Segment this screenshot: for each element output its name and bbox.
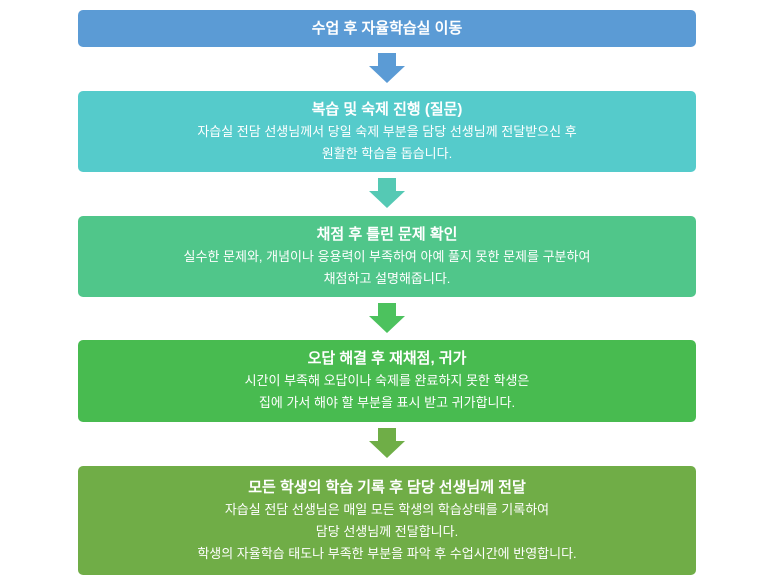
step-3-text: 실수한 문제와, 개념이나 응용력이 부족하여 아예 풀지 못한 문제를 구분하… — [183, 248, 591, 264]
arrow-down-icon — [369, 178, 405, 208]
arrow-down-icon — [369, 303, 405, 333]
step-2-text: 원활한 학습을 돕습니다. — [321, 145, 453, 161]
step-4-title: 오답 해결 후 재채점, 귀가 — [307, 350, 467, 367]
step-5-text: 자습실 전담 선생님은 매일 모든 학생의 학습상태를 기록하여 — [224, 501, 550, 517]
step-3-box: 채점 후 틀린 문제 확인 실수한 문제와, 개념이나 응용력이 부족하여 아예… — [78, 216, 696, 297]
step-5-text: 담당 선생님께 전달합니다. — [315, 523, 459, 539]
step-1-title: 수업 후 자율학습실 이동 — [311, 19, 463, 37]
step-2-text: 자습실 전담 선생님께서 당일 숙제 부분을 담당 선생님께 전달받으신 후 — [197, 123, 577, 139]
step-5-text: 학생의 자율학습 태도나 부족한 부분을 파악 후 수업시간에 반영합니다. — [197, 545, 577, 561]
step-4-box: 오답 해결 후 재채점, 귀가 시간이 부족해 오답이나 숙제를 완료하지 못한… — [78, 340, 696, 422]
step-4-text: 시간이 부족해 오답이나 숙제를 완료하지 못한 학생은 — [244, 373, 530, 388]
step-2-box: 복습 및 숙제 진행 (질문) 자습실 전담 선생님께서 당일 숙제 부분을 담… — [78, 91, 696, 172]
step-5-box: 모든 학생의 학습 기록 후 담당 선생님께 전달 자습실 전담 선생님은 매일… — [78, 466, 696, 575]
arrow-down-icon — [369, 53, 405, 83]
step-5-title: 모든 학생의 학습 기록 후 담당 선생님께 전달 — [248, 478, 526, 496]
arrow-down-icon — [369, 428, 405, 458]
step-4-text: 집에 가서 해야 할 부분을 표시 받고 귀가합니다. — [258, 395, 516, 410]
step-1-box: 수업 후 자율학습실 이동 — [78, 10, 696, 47]
step-3-title: 채점 후 틀린 문제 확인 — [316, 225, 458, 243]
step-3-text: 채점하고 설명해줍니다. — [323, 270, 451, 286]
step-2-title: 복습 및 숙제 진행 (질문) — [311, 100, 463, 118]
